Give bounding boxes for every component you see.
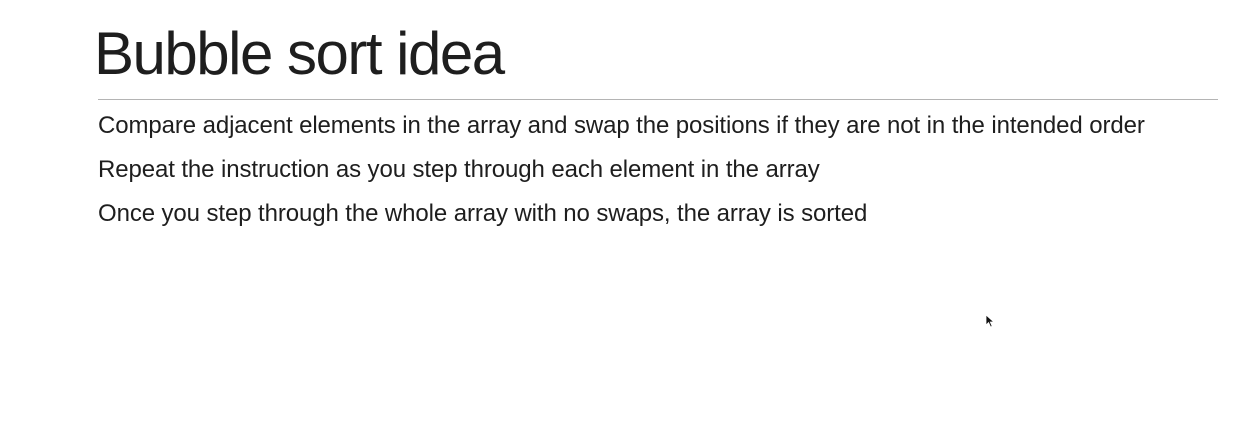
bullet-item: Compare adjacent elements in the array a… [98, 112, 1145, 139]
title-divider [98, 99, 1218, 100]
mouse-pointer-icon [985, 314, 995, 328]
slide-title: Bubble sort idea [94, 20, 505, 87]
bullet-item: Once you step through the whole array wi… [98, 200, 868, 227]
bullet-list: Compare adjacent elements in the array a… [98, 111, 1208, 243]
bullet-item: Repeat the instruction as you step throu… [98, 156, 820, 183]
